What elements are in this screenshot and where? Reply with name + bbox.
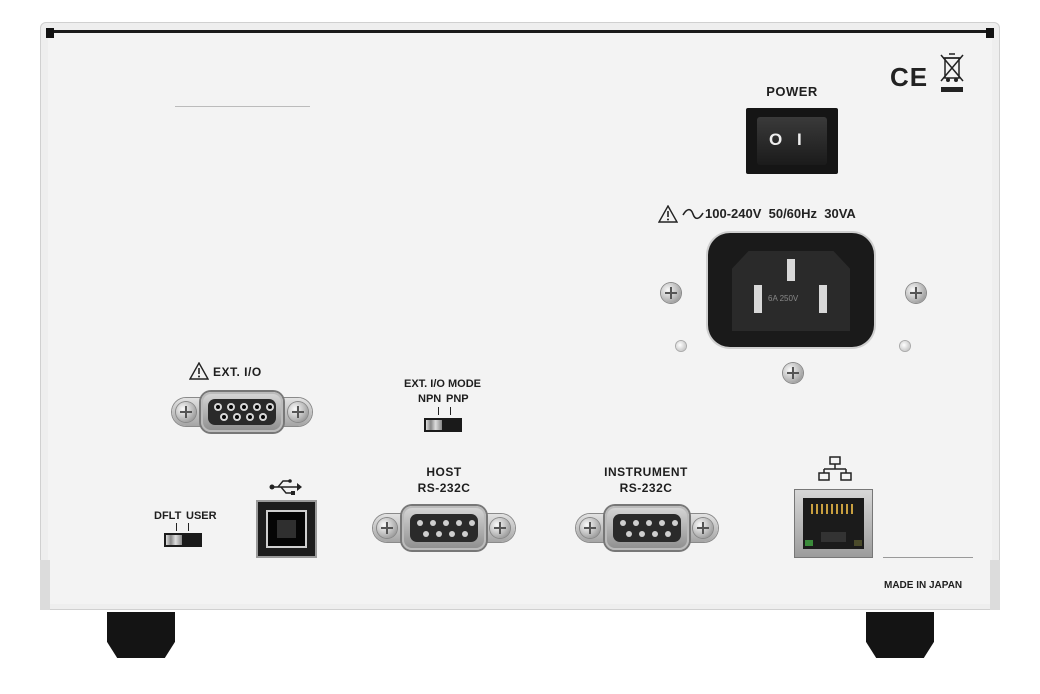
panel-side-right xyxy=(990,560,1000,610)
instrument-port-face xyxy=(613,514,681,542)
lan-port-latch xyxy=(821,532,846,542)
host-screw-right xyxy=(490,518,510,538)
panel-rivet-left xyxy=(676,341,686,351)
ac-pin-left xyxy=(754,285,762,313)
inlet-screw-bottom xyxy=(783,363,803,383)
instrument-rs232c-port[interactable] xyxy=(605,506,689,550)
dflt-user-switch[interactable] xyxy=(164,533,202,547)
ext-io-mode-switch-knob xyxy=(426,420,442,430)
inlet-screw-right xyxy=(906,283,926,303)
lan-led-left xyxy=(805,540,813,546)
user-label: USER xyxy=(186,510,217,522)
lan-port-contacts xyxy=(811,504,856,514)
inlet-screw-left xyxy=(661,283,681,303)
ac-wave-icon xyxy=(682,208,704,220)
panel-rivet-right xyxy=(900,341,910,351)
tick-pnp xyxy=(450,407,451,415)
foot-left xyxy=(107,612,175,658)
panel-corner-left xyxy=(46,28,54,38)
ext-io-label: EXT. I/O xyxy=(213,365,262,379)
dflt-user-switch-knob xyxy=(166,535,182,545)
ext-io-mode-title: EXT. I/O MODE xyxy=(404,378,482,390)
instrument-screw-left xyxy=(580,518,600,538)
lan-port[interactable] xyxy=(795,490,872,557)
usb-port[interactable] xyxy=(258,502,315,556)
power-rating: 100-240V 50/60Hz 30VA xyxy=(705,206,856,221)
ext-io-connector[interactable] xyxy=(201,392,283,432)
tick-npn xyxy=(438,407,439,415)
ext-io-mode-npn: NPN xyxy=(418,393,442,405)
weee-bin-icon xyxy=(940,53,964,92)
ext-io-connector-face xyxy=(208,399,276,425)
panel-corner-right xyxy=(986,28,994,38)
inlet-marking: 6A 250V xyxy=(768,294,799,303)
host-label: HOST xyxy=(426,465,462,479)
ext-io-screw-right xyxy=(288,402,308,422)
panel-side-left xyxy=(40,560,50,610)
host-port-face xyxy=(410,514,478,542)
dflt-label: DFLT xyxy=(154,510,182,522)
usb-icon xyxy=(269,479,302,495)
ext-io-screw-left xyxy=(176,402,196,422)
made-in-label: MADE IN JAPAN xyxy=(884,580,963,591)
power-off-symbol: O xyxy=(769,130,783,149)
power-on-symbol: I xyxy=(797,130,802,149)
ext-io-mode-pnp: PNP xyxy=(446,393,469,405)
host-rs232c-port[interactable] xyxy=(402,506,486,550)
ac-pin-earth xyxy=(787,259,795,281)
ext-io-mode-switch[interactable] xyxy=(424,418,462,432)
lan-led-right xyxy=(854,540,862,546)
host-rs232c-label: RS-232C xyxy=(417,481,471,495)
made-in-line xyxy=(883,557,973,558)
ac-inlet[interactable]: 6A 250V xyxy=(708,233,874,347)
instrument-screw-right xyxy=(693,518,713,538)
label-line xyxy=(175,106,310,107)
foot-right xyxy=(866,612,934,658)
tick-dflt xyxy=(176,523,177,531)
warning-icon xyxy=(189,362,209,380)
tick-user xyxy=(188,523,189,531)
power-switch[interactable]: O I xyxy=(757,117,827,165)
warning-icon xyxy=(658,205,678,223)
ce-mark-icon: CE xyxy=(890,62,929,92)
instrument-label: INSTRUMENT xyxy=(604,465,688,479)
instrument-rs232c-label: RS-232C xyxy=(619,481,673,495)
usb-port-tongue xyxy=(277,520,296,538)
host-screw-left xyxy=(377,518,397,538)
ac-pin-right xyxy=(819,285,827,313)
power-label: POWER xyxy=(766,84,818,99)
lan-icon xyxy=(818,456,852,481)
